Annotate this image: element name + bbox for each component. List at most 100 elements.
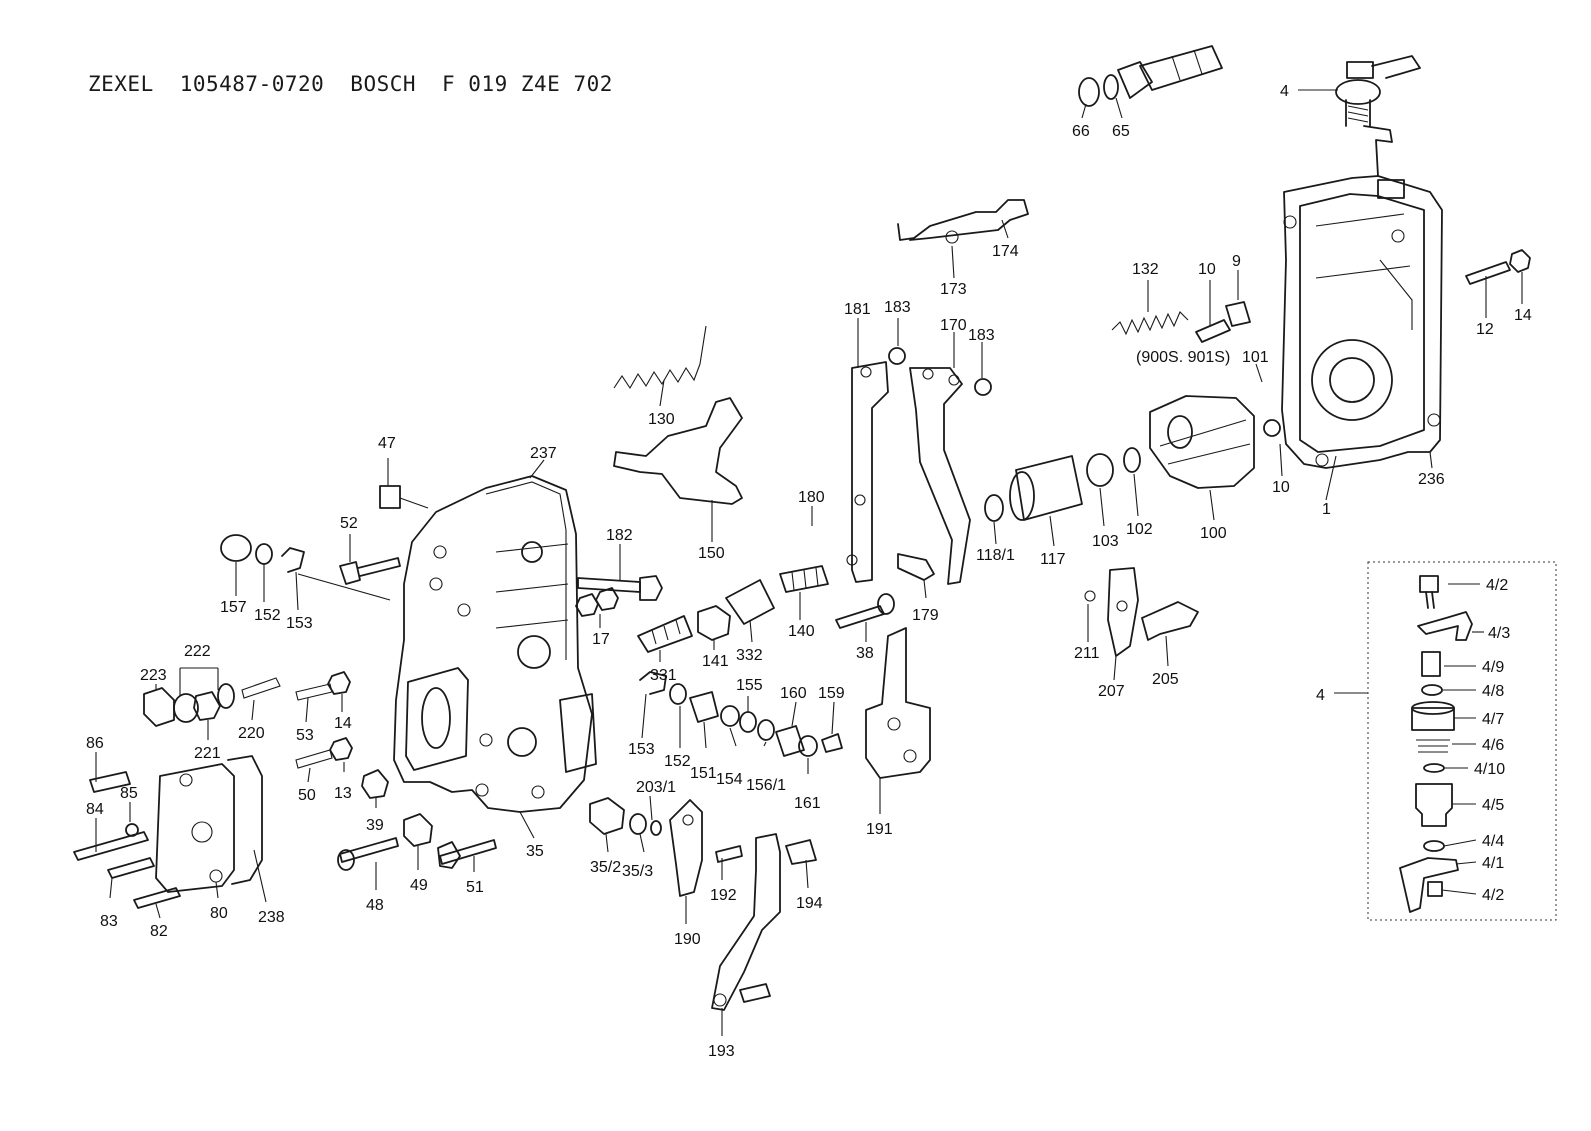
part-17-nuts [575,587,619,617]
callout-35: 35 [526,843,544,860]
callout-102: 102 [1126,521,1153,538]
callout-118-1: 118/1 [976,547,1015,564]
inset-callout-4-2-bottom: 4/2 [1482,887,1504,904]
callout-84: 84 [86,801,104,818]
callout-51: 51 [466,879,484,896]
callout-157: 157 [220,599,247,616]
part-191-lever [835,553,935,779]
callout-86: 86 [86,735,104,752]
part-174-lever [897,199,1029,244]
part-237-pump-housing [393,475,597,813]
callout-156-1: 156/1 [746,777,786,794]
callout-900s-901s: (900S. 901S) [1136,349,1230,366]
callout-236: 236 [1418,471,1445,488]
callout-170: 170 [940,317,967,334]
callout-labels: 66 65 4 174 173 132 10 9 12 14 181 183 1… [86,83,1532,1060]
callout-10-upper: 10 [1198,261,1216,278]
callout-153-upper: 153 [286,615,313,632]
inset-callout-4-2-top: 4/2 [1486,577,1508,594]
part-47-plug [379,485,429,509]
part-157-plug-set [220,534,305,573]
inset-callout-4-6: 4/6 [1482,737,1504,754]
callout-181: 181 [844,301,871,318]
callout-17: 17 [592,631,610,648]
callout-205: 205 [1152,671,1179,688]
part-181-lever [846,347,906,583]
callout-180: 180 [798,489,825,506]
inset-callout-4-1: 4/1 [1482,855,1504,872]
part-52-bolt [339,557,401,585]
callout-100: 100 [1200,525,1227,542]
callout-47: 47 [378,435,396,452]
callout-191: 191 [866,821,893,838]
inset-frame [1367,561,1557,921]
callout-14-right: 14 [1514,307,1532,324]
callout-130: 130 [648,411,675,428]
callout-141: 141 [702,653,729,670]
inset-callout-4-5: 4/5 [1482,797,1504,814]
callout-182: 182 [606,527,633,544]
callout-190: 190 [674,931,701,948]
callout-161: 161 [794,795,821,812]
callout-152-upper: 152 [254,607,281,624]
callout-4-top: 4 [1280,83,1289,100]
callout-140: 140 [788,623,815,640]
callout-193: 193 [708,1043,735,1060]
callout-83: 83 [100,913,118,930]
inset-callout-4-8: 4/8 [1482,683,1504,700]
callout-50: 50 [298,787,316,804]
part-140-spring-stack [637,565,829,653]
callout-35-3: 35/3 [622,863,653,880]
callout-53: 53 [296,727,314,744]
callout-179: 179 [912,607,939,624]
callout-160: 160 [780,685,807,702]
callout-49: 49 [410,877,428,894]
callout-174: 174 [992,243,1019,260]
callout-48: 48 [366,897,384,914]
callout-103: 103 [1092,533,1119,550]
maker-label: ZEXEL [88,72,154,96]
inset-callout-4-9: 4/9 [1482,659,1504,676]
callout-221: 221 [194,745,221,762]
callout-150: 150 [698,545,725,562]
callout-9: 9 [1232,253,1241,270]
callout-152-lower: 152 [664,753,691,770]
inset-assembly-4 [1367,561,1557,921]
callout-101: 101 [1242,349,1269,366]
callout-203-1: 203/1 [636,779,676,796]
part-4-control [1335,55,1421,177]
callout-80: 80 [210,905,228,922]
callout-14-mid: 14 [334,715,352,732]
callout-151: 151 [690,765,717,782]
callout-159: 159 [818,685,845,702]
callout-153-lower: 153 [628,741,655,758]
callout-211: 211 [1074,645,1100,662]
callout-66: 66 [1072,123,1090,140]
part-132-spring [1111,311,1189,336]
callout-183-left: 183 [884,299,911,316]
callout-38: 38 [856,645,874,662]
part-100-flyweight [1149,395,1281,489]
part-shapes [73,45,1531,1011]
part-150-shaft [613,397,743,505]
callout-85: 85 [120,785,138,802]
callout-238: 238 [258,909,285,926]
callout-332: 332 [736,647,763,664]
callout-132: 132 [1132,261,1159,278]
part-117-sleeve [984,447,1141,522]
part-170-lever [909,367,992,585]
part-207-bracket [1084,567,1199,657]
part-9-bracket [1195,301,1251,343]
callout-52: 52 [340,515,358,532]
inset-callout-4-7: 4/7 [1482,711,1504,728]
callout-207: 207 [1098,683,1125,700]
part-190-lever [669,799,817,1011]
callout-35-2: 35/2 [590,859,621,876]
callout-39: 39 [366,817,384,834]
callout-10-lower: 10 [1272,479,1290,496]
callout-222: 222 [184,643,211,660]
callout-237: 237 [530,445,557,462]
